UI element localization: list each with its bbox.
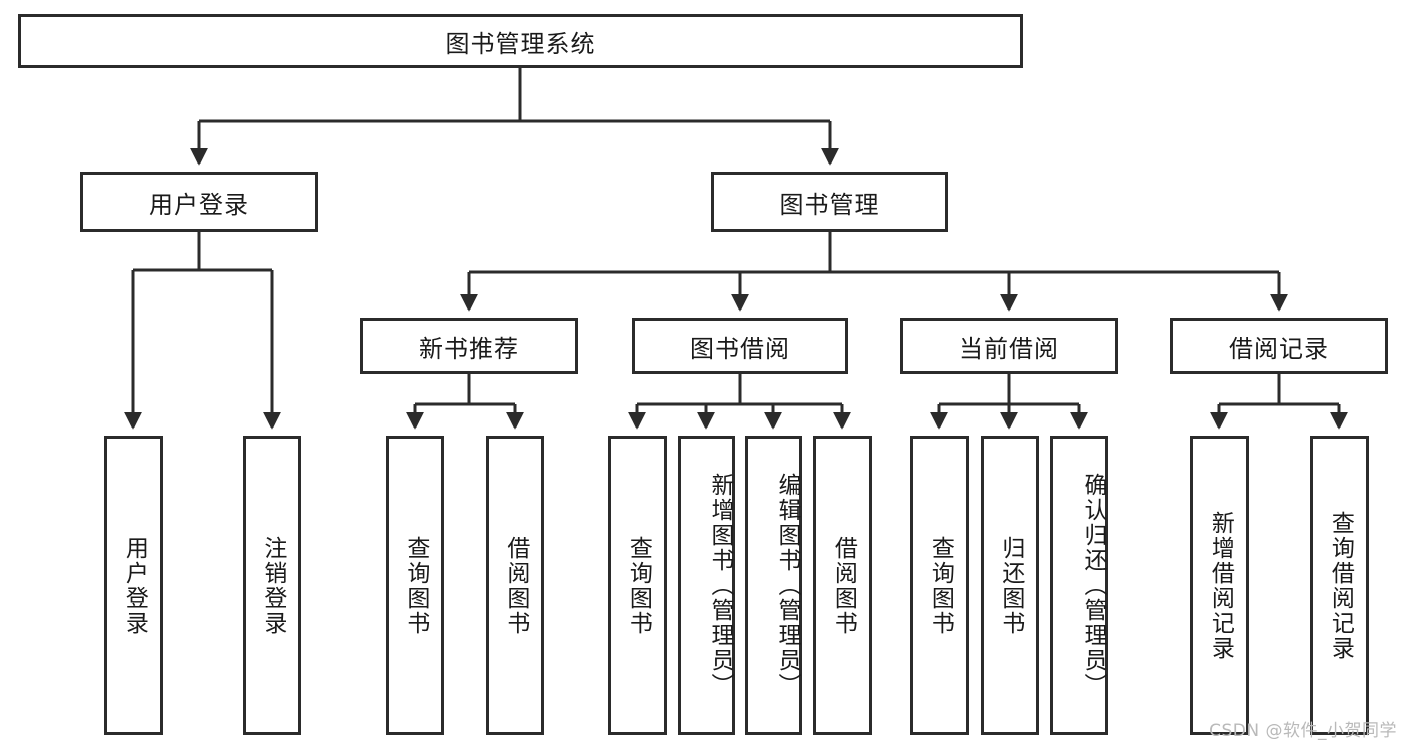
node-user-login-label: 用户登录 (149, 190, 249, 219)
node-book-borrow[interactable]: 图书借阅 (632, 318, 848, 374)
node-book-manage[interactable]: 图书管理 (711, 172, 948, 232)
node-leaf-confirm-return-admin[interactable]: 确认归还（管理员） (1050, 436, 1108, 735)
watermark-text: CSDN @软件_小贺同学 (1209, 721, 1397, 741)
node-borrow-record[interactable]: 借阅记录 (1170, 318, 1388, 374)
node-current-borrow[interactable]: 当前借阅 (900, 318, 1118, 374)
node-leaf-user-login-label: 用户登录 (121, 535, 148, 636)
node-leaf-borrow-book[interactable]: 借阅图书 (813, 436, 872, 735)
node-leaf-query-book-rec-label: 查询图书 (402, 535, 429, 636)
node-new-book-recommend-label: 新书推荐 (419, 334, 519, 363)
node-borrow-record-label: 借阅记录 (1229, 334, 1329, 363)
node-leaf-add-book-admin[interactable]: 新增图书（管理员） (678, 436, 735, 735)
node-leaf-confirm-return-admin-label: 确认归还（管理员） (1080, 473, 1106, 698)
node-root-label: 图书管理系统 (445, 29, 596, 58)
node-leaf-query-book-current[interactable]: 查询图书 (910, 436, 969, 735)
node-leaf-add-book-admin-label: 新增图书（管理员） (707, 473, 733, 698)
node-user-login[interactable]: 用户登录 (80, 172, 318, 232)
node-new-book-recommend[interactable]: 新书推荐 (360, 318, 578, 374)
node-leaf-query-borrow-record[interactable]: 查询借阅记录 (1310, 436, 1369, 735)
node-leaf-borrow-book-rec[interactable]: 借阅图书 (486, 436, 544, 735)
node-leaf-logout-login-label: 注销登录 (259, 535, 286, 636)
node-leaf-logout-login[interactable]: 注销登录 (243, 436, 301, 735)
node-leaf-edit-book-admin-label: 编辑图书（管理员） (774, 473, 800, 698)
node-leaf-return-book-label: 归还图书 (997, 535, 1024, 636)
node-book-manage-label: 图书管理 (779, 190, 880, 219)
node-leaf-query-book-borrow-label: 查询图书 (625, 535, 652, 636)
node-leaf-return-book[interactable]: 归还图书 (981, 436, 1039, 735)
node-leaf-query-borrow-record-label: 查询借阅记录 (1327, 510, 1354, 661)
node-leaf-edit-book-admin[interactable]: 编辑图书（管理员） (745, 436, 802, 735)
node-leaf-user-login[interactable]: 用户登录 (104, 436, 163, 735)
node-leaf-add-borrow-record-label: 新增借阅记录 (1207, 510, 1234, 661)
node-leaf-add-borrow-record[interactable]: 新增借阅记录 (1190, 436, 1249, 735)
node-leaf-borrow-book-label: 借阅图书 (830, 535, 857, 636)
node-root[interactable]: 图书管理系统 (18, 14, 1023, 68)
node-leaf-query-book-rec[interactable]: 查询图书 (386, 436, 444, 735)
node-leaf-borrow-book-rec-label: 借阅图书 (502, 535, 529, 636)
node-leaf-query-book-current-label: 查询图书 (927, 535, 954, 636)
node-leaf-query-book-borrow[interactable]: 查询图书 (608, 436, 667, 735)
node-book-borrow-label: 图书借阅 (690, 334, 790, 363)
node-current-borrow-label: 当前借阅 (959, 334, 1059, 363)
